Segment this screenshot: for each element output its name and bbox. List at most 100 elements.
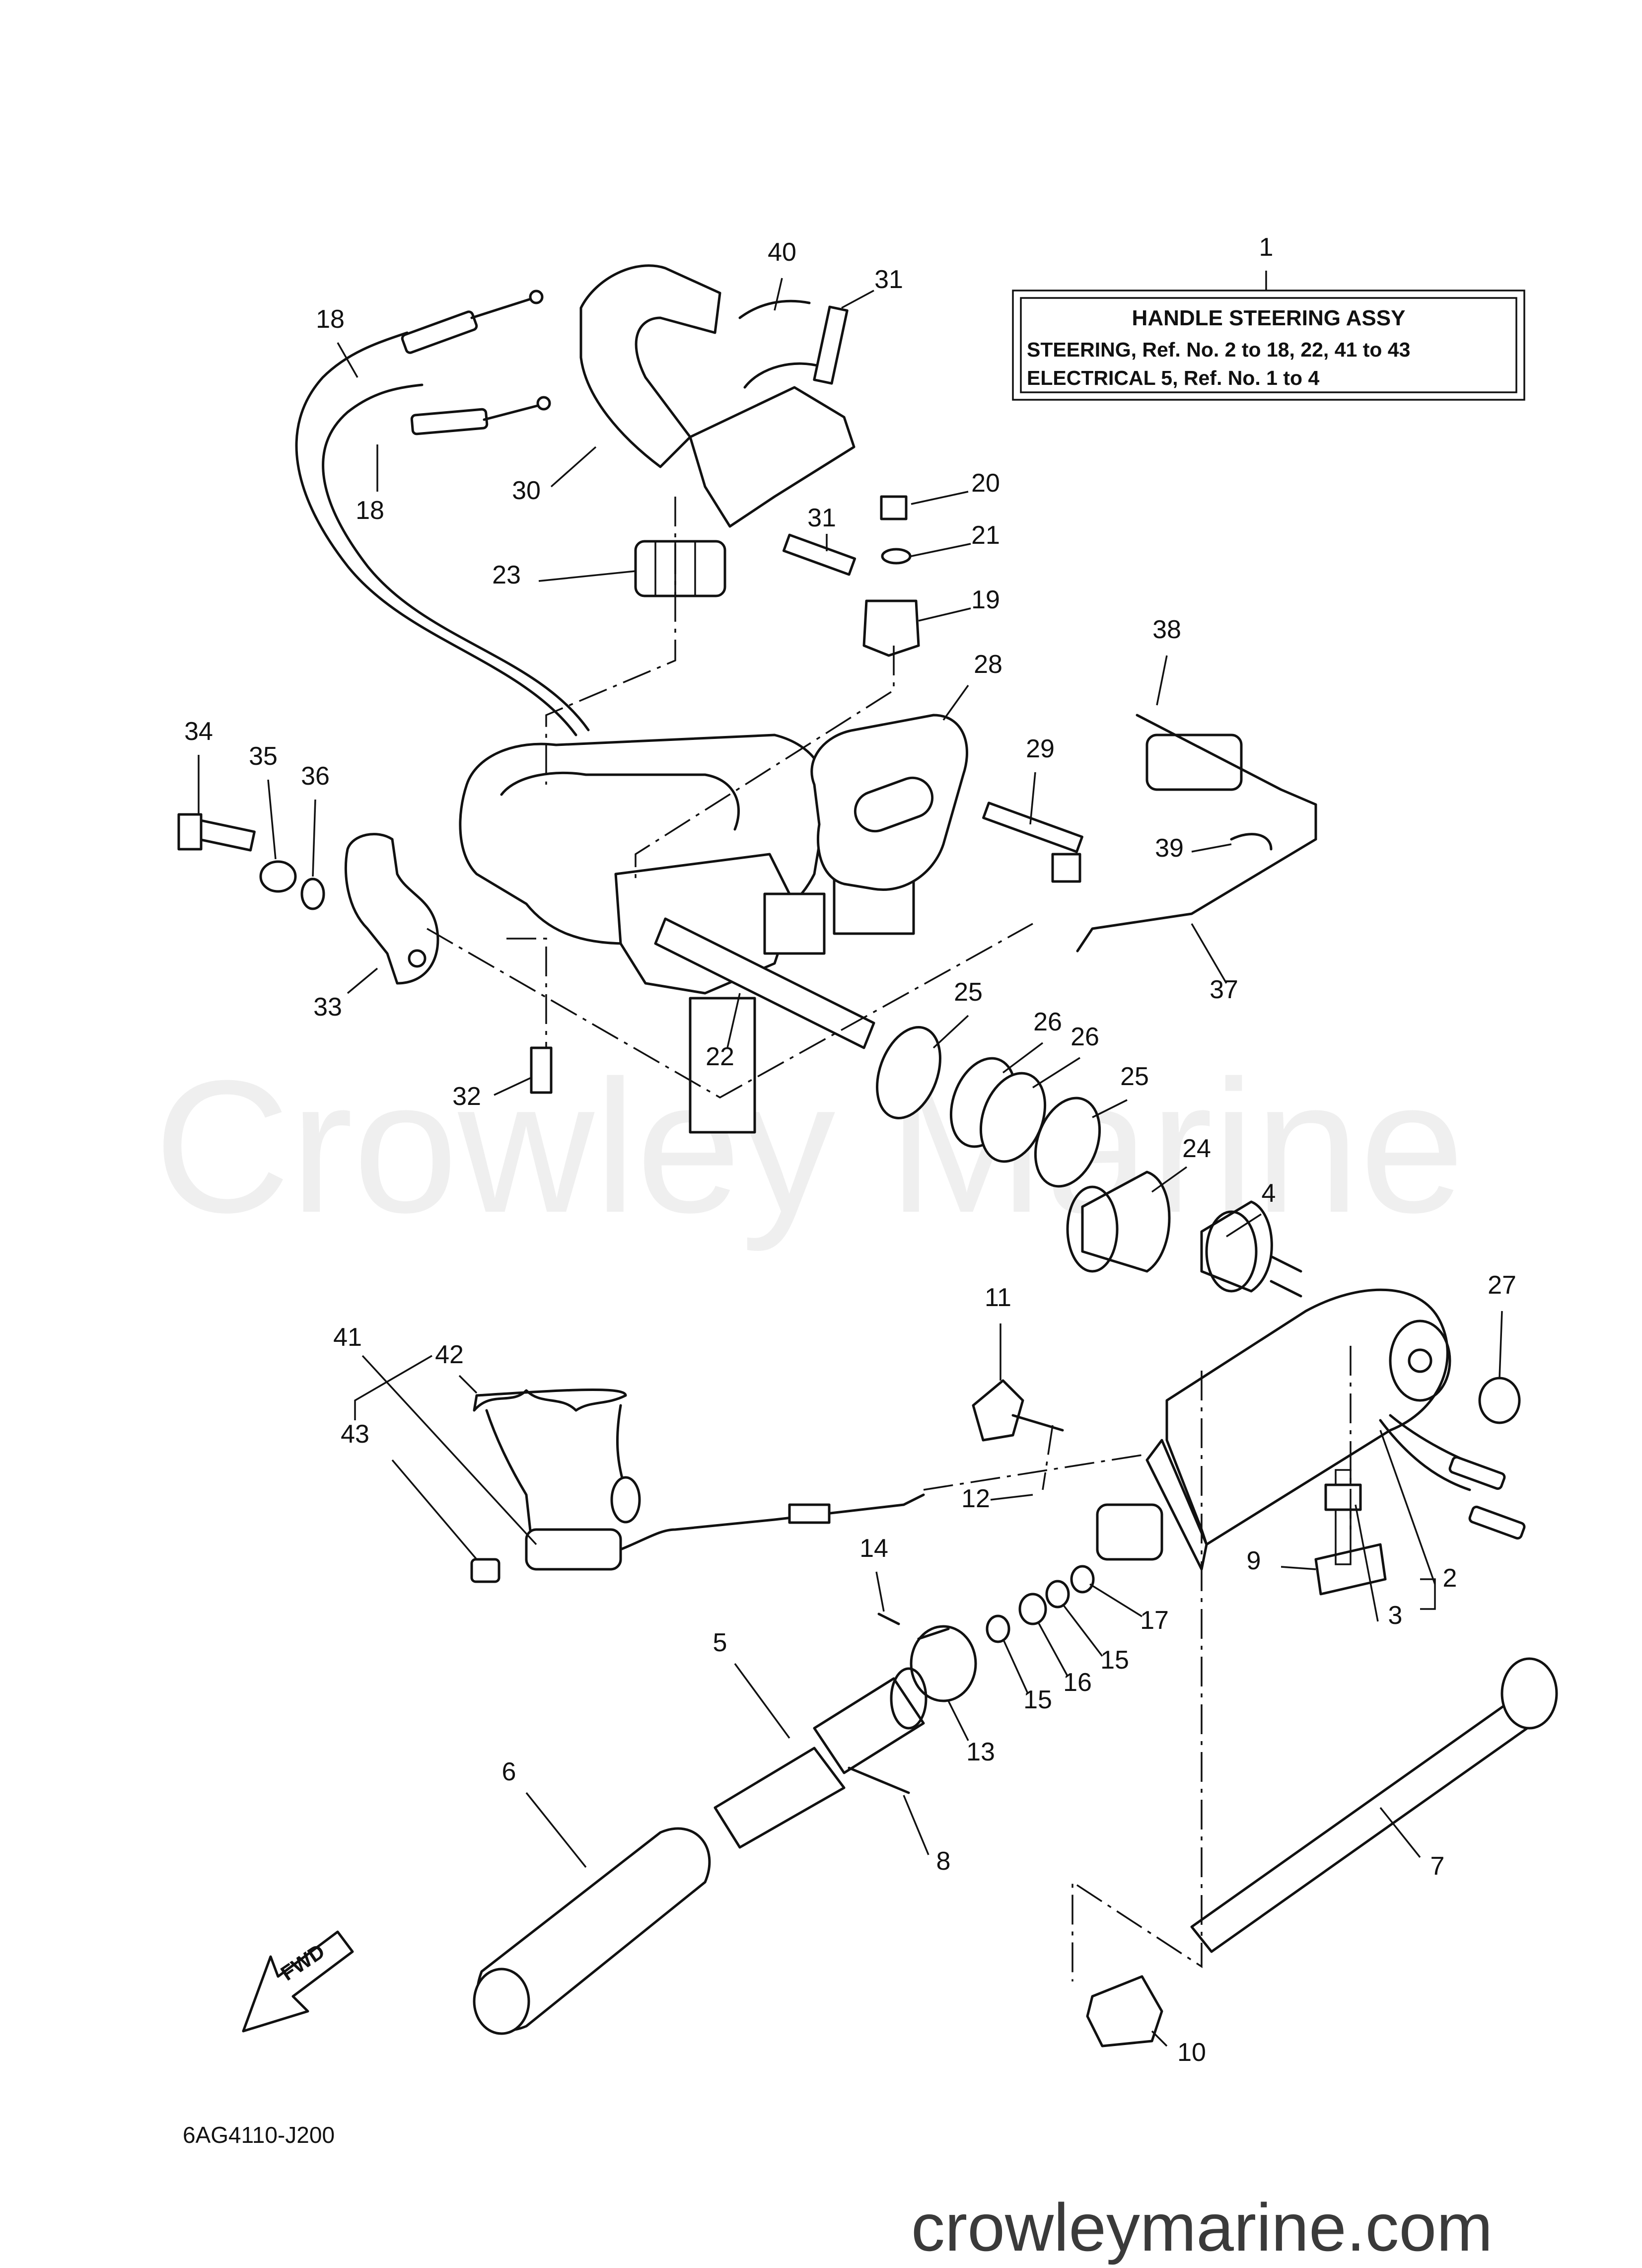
bolt-31-upper xyxy=(813,305,849,385)
cap-27 xyxy=(1478,1377,1521,1424)
harness-plug-a xyxy=(1448,1456,1506,1490)
cable-end-lower xyxy=(410,408,489,436)
callout-c19: 19 xyxy=(971,585,1000,614)
phantom-lines-upper xyxy=(427,497,1033,1099)
leader-c6 xyxy=(525,1792,587,1868)
callout-c28: 28 xyxy=(974,650,1002,679)
callout-c40: 40 xyxy=(768,238,796,267)
leader-c4 xyxy=(1226,1213,1262,1238)
phantom-d xyxy=(506,938,547,1048)
callout-c41: 41 xyxy=(333,1323,362,1352)
switch-wire xyxy=(1136,714,1317,841)
cable-rod-upper xyxy=(470,296,535,319)
info-box-line-2: ELECTRICAL 5, Ref. No. 1 to 4 xyxy=(1027,366,1319,389)
washer-36 xyxy=(300,878,325,910)
callout-c12: 12 xyxy=(961,1484,990,1513)
leader-c25b xyxy=(1092,1099,1128,1118)
leader-c31a xyxy=(841,290,874,309)
callout-c13: 13 xyxy=(966,1738,995,1766)
callout-c1: 1 xyxy=(1259,233,1274,262)
upper-assembly xyxy=(177,264,1317,1134)
screw-14 xyxy=(877,1612,900,1625)
callout-c26a: 26 xyxy=(1033,1008,1062,1036)
lanyard-left xyxy=(485,1409,533,1541)
callout-c39: 39 xyxy=(1155,834,1184,863)
cable-end-upper xyxy=(401,310,478,354)
bushing-24 xyxy=(1081,1171,1171,1273)
cable-pin-lower xyxy=(536,396,551,411)
callout-c31a: 31 xyxy=(874,265,903,294)
callout-c3: 3 xyxy=(1388,1601,1403,1630)
callout-c34: 34 xyxy=(184,717,213,746)
o-ring-25a xyxy=(876,1026,941,1119)
callout-c18b: 18 xyxy=(356,496,384,525)
grip-mount xyxy=(1096,1503,1163,1561)
callout-c18a: 18 xyxy=(316,305,345,334)
callout-c36: 36 xyxy=(301,762,330,791)
handle-cover xyxy=(743,362,826,389)
leader-c7 xyxy=(1379,1807,1421,1858)
switch-38 xyxy=(1145,733,1243,791)
clip-39 xyxy=(1230,833,1273,851)
lanyard-coil xyxy=(473,1388,627,1412)
leader-c26a xyxy=(1002,1042,1044,1074)
lanyard-clip xyxy=(610,1476,641,1524)
leader-lines xyxy=(198,271,1503,2047)
harness-a xyxy=(1379,1419,1471,1491)
leader-c27 xyxy=(1499,1311,1503,1379)
callout-c2: 2 xyxy=(1443,1564,1457,1593)
callout-c5: 5 xyxy=(713,1628,727,1657)
leader-c8 xyxy=(903,1795,929,1855)
spring-16 xyxy=(1018,1593,1047,1625)
leader-c16 xyxy=(1037,1621,1069,1677)
bolt-31-lower xyxy=(782,533,857,576)
leader-c17 xyxy=(1089,1583,1142,1617)
lever-33 xyxy=(344,833,439,985)
callout-c20: 20 xyxy=(971,469,1000,498)
info-box-inner xyxy=(1020,297,1517,393)
screw-8 xyxy=(848,1766,910,1794)
knob-shaft xyxy=(1011,1414,1064,1432)
leader-c5 xyxy=(734,1663,790,1739)
fwd-arrow-shape xyxy=(242,1930,354,2033)
plate-40 xyxy=(738,299,811,319)
callout-c35: 35 xyxy=(249,742,278,771)
callout-c11: 11 xyxy=(985,1283,1011,1312)
handle-arm xyxy=(1165,1288,1449,1546)
callout-c7: 7 xyxy=(1430,1852,1445,1881)
info-box-outer xyxy=(1012,290,1525,401)
leader-c40 xyxy=(774,278,783,311)
leader-c23 xyxy=(538,570,636,582)
bolt-20 xyxy=(880,495,908,520)
steering-bracket-inner xyxy=(500,771,740,831)
bolt-29 xyxy=(982,802,1083,853)
callout-c38: 38 xyxy=(1152,615,1181,644)
knob-11 xyxy=(972,1379,1024,1442)
leader-c36 xyxy=(312,799,316,877)
throttle-shaft-7 xyxy=(1190,1697,1536,1953)
leader-c30 xyxy=(550,446,597,488)
info-box-line-1: STEERING, Ref. No. 2 to 18, 22, 41 to 43 xyxy=(1027,338,1410,361)
friction-plate-slot xyxy=(854,776,934,833)
callout-c37: 37 xyxy=(1210,975,1238,1004)
callout-c8: 8 xyxy=(936,1847,951,1876)
group-bracket-41-43 xyxy=(354,1355,432,1420)
callout-c32: 32 xyxy=(452,1082,481,1111)
washer-21 xyxy=(881,548,912,565)
phantom-g xyxy=(1071,1371,1203,1981)
wire-connector xyxy=(788,1503,831,1524)
throttle-cable-inner xyxy=(322,383,590,732)
cable-pin-upper xyxy=(529,290,544,304)
leader-c12 xyxy=(990,1494,1033,1501)
lower-assembly xyxy=(470,1255,1558,2048)
cable-rod-lower xyxy=(483,403,543,421)
leader-c38 xyxy=(1156,655,1168,706)
leader-c39 xyxy=(1191,843,1232,853)
leader-c35 xyxy=(267,779,277,860)
bolt-34-head xyxy=(177,813,203,851)
handle-pivot xyxy=(1389,1319,1451,1402)
cap-43 xyxy=(470,1558,500,1583)
throttle-tube-head xyxy=(813,1677,925,1774)
